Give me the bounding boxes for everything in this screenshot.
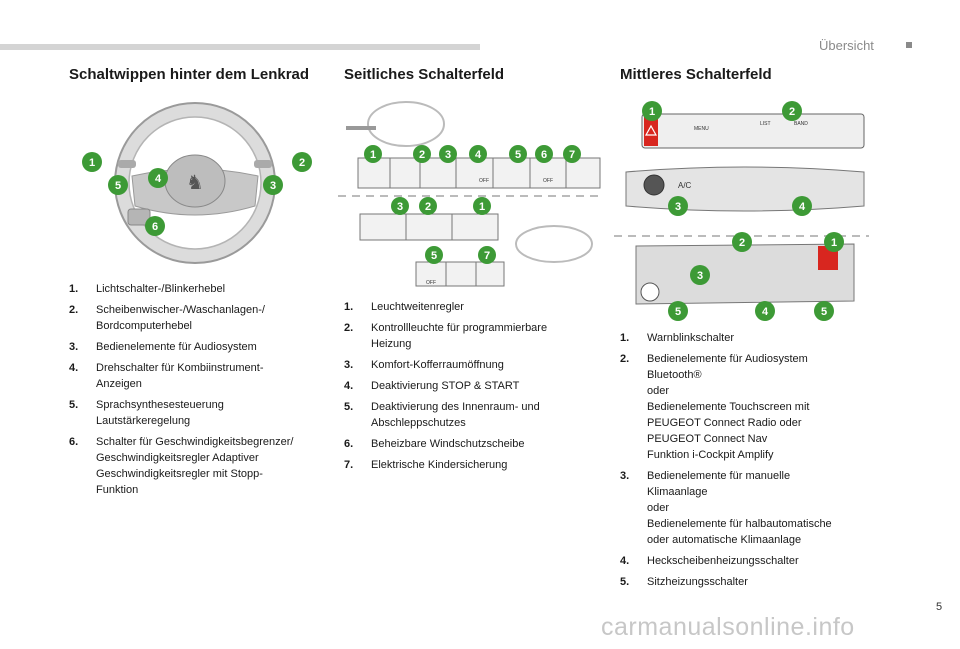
svg-text:OFF: OFF	[426, 280, 436, 286]
badge-5: 5	[108, 175, 128, 195]
svg-text:LIST: LIST	[760, 121, 771, 127]
svg-text:7: 7	[484, 250, 490, 262]
steering-wheel-figure: ♞ 1 2 3 4 5 6	[82, 102, 312, 264]
svg-text:2: 2	[299, 157, 305, 169]
badge-1-lower: 1	[824, 232, 844, 252]
list-item: 3.Komfort-Kofferraumöffnung	[344, 359, 504, 371]
list-item: 5.Sprachsynthesesteuerung Lautstärkerege…	[69, 399, 224, 427]
svg-text:2: 2	[425, 201, 431, 213]
header-marker	[906, 42, 912, 48]
badge-4: 4	[469, 145, 487, 163]
list-item: 4.Heckscheibenheizungsschalter	[620, 555, 799, 567]
svg-text:OFF: OFF	[479, 178, 489, 184]
badge-5-lower: 5	[668, 301, 688, 321]
svg-text:7: 7	[569, 149, 575, 161]
section-title-center: Mittleres Schalterfeld	[620, 66, 772, 83]
svg-text:5: 5	[821, 306, 827, 318]
list-item: 4.Deaktivierung STOP & START	[344, 380, 520, 392]
badge-1: 1	[642, 101, 662, 121]
badge-5: 5	[509, 145, 527, 163]
svg-text:3: 3	[675, 201, 681, 213]
svg-text:5: 5	[115, 180, 121, 192]
header-rule	[0, 44, 480, 50]
svg-text:4: 4	[762, 306, 769, 318]
svg-text:3: 3	[697, 270, 703, 282]
list-item: 3.Bedienelemente für manuelle Klimaanlag…	[620, 470, 832, 546]
badge-4: 4	[148, 168, 168, 188]
list-item: 2.Bedienelemente für Audiosystem Bluetoo…	[620, 353, 810, 461]
badge-5-lower-right: 5	[814, 301, 834, 321]
svg-text:3: 3	[397, 201, 403, 213]
list-item: 4.Drehschalter für Kombiinstrument- Anze…	[69, 362, 264, 390]
center-switch-panel-figure: MENU LIST BAND A/C 1 2 3 4 2 1 3 5 4 5	[614, 101, 869, 321]
badge-5-lower: 5	[425, 246, 443, 264]
svg-text:5: 5	[431, 250, 437, 262]
badge-2-lower: 2	[419, 197, 437, 215]
badge-4-lower: 4	[755, 301, 775, 321]
page-number: 5	[936, 601, 943, 613]
svg-text:4: 4	[155, 173, 162, 185]
svg-text:1: 1	[479, 201, 485, 213]
legend-list-steering: 1.Lichtschalter-/Blinkerhebel 2.Scheiben…	[69, 281, 331, 503]
badge-3: 3	[439, 145, 457, 163]
list-item: 6.Schalter für Geschwindigkeitsbegrenzer…	[69, 436, 294, 496]
badge-2: 2	[292, 152, 312, 172]
svg-text:2: 2	[739, 237, 745, 249]
svg-text:♞: ♞	[186, 170, 204, 194]
legend-list-center: 1.Warnblinkschalter 2.Bedienelemente für…	[620, 330, 860, 595]
list-item: 1.Warnblinkschalter	[620, 332, 735, 344]
list-item: 2.Kontrollleuchte für programmierbare He…	[344, 322, 548, 350]
svg-text:6: 6	[541, 149, 547, 161]
badge-6: 6	[535, 145, 553, 163]
svg-text:1: 1	[370, 149, 376, 161]
svg-text:A/C: A/C	[678, 181, 692, 190]
svg-text:1: 1	[831, 237, 837, 249]
list-item: 5.Deaktivierung des Innenraum- und Absch…	[344, 401, 540, 429]
list-item: 3.Bedienelemente für Audiosystem	[69, 341, 257, 353]
list-item: 6.Beheizbare Windschutzscheibe	[344, 438, 525, 450]
svg-text:1: 1	[649, 106, 655, 118]
list-item: 5.Sitzheizungsschalter	[620, 576, 748, 588]
list-item: 1.Leuchtweitenregler	[344, 301, 464, 313]
list-item: 1.Lichtschalter-/Blinkerhebel	[69, 283, 226, 295]
section-label: Übersicht	[819, 38, 874, 53]
svg-text:BAND: BAND	[794, 121, 808, 127]
badge-4: 4	[792, 196, 812, 216]
badge-2: 2	[413, 145, 431, 163]
side-switch-panel-figure: OFF OFF OFF 1 2 3 4 5 6 7 3 2 1 5 7	[338, 101, 603, 287]
svg-text:OFF: OFF	[543, 178, 553, 184]
legend-list-side: 1.Leuchtweitenregler 2.Kontrollleuchte f…	[344, 299, 594, 478]
badge-2: 2	[782, 101, 802, 121]
svg-text:MENU: MENU	[694, 126, 709, 132]
badge-3: 3	[668, 196, 688, 216]
svg-text:2: 2	[419, 149, 425, 161]
svg-text:4: 4	[799, 201, 806, 213]
svg-text:5: 5	[675, 306, 681, 318]
badge-3: 3	[263, 175, 283, 195]
badge-1-lower: 1	[473, 197, 491, 215]
badge-1: 1	[364, 145, 382, 163]
list-item: 7.Elektrische Kindersicherung	[344, 459, 508, 471]
badge-1: 1	[82, 152, 102, 172]
svg-text:3: 3	[270, 180, 276, 192]
section-title-side: Seitliches Schalterfeld	[344, 66, 505, 83]
badge-7: 7	[563, 145, 581, 163]
svg-text:6: 6	[152, 221, 158, 233]
watermark: carmanualsonline.info	[601, 613, 855, 641]
svg-text:1: 1	[89, 157, 95, 169]
badge-6: 6	[145, 216, 165, 236]
badge-3-lower: 3	[690, 265, 710, 285]
badge-2-lower: 2	[732, 232, 752, 252]
svg-text:4: 4	[475, 149, 482, 161]
svg-text:5: 5	[515, 149, 521, 161]
badge-3-lower: 3	[391, 197, 409, 215]
section-title-steering: Schaltwippen hinter dem Lenkrad	[69, 66, 310, 83]
list-item: 2.Scheibenwischer-/Waschanlagen-/ Bordco…	[69, 304, 265, 332]
svg-text:2: 2	[789, 106, 795, 118]
svg-text:3: 3	[445, 149, 451, 161]
badge-7-lower: 7	[478, 246, 496, 264]
